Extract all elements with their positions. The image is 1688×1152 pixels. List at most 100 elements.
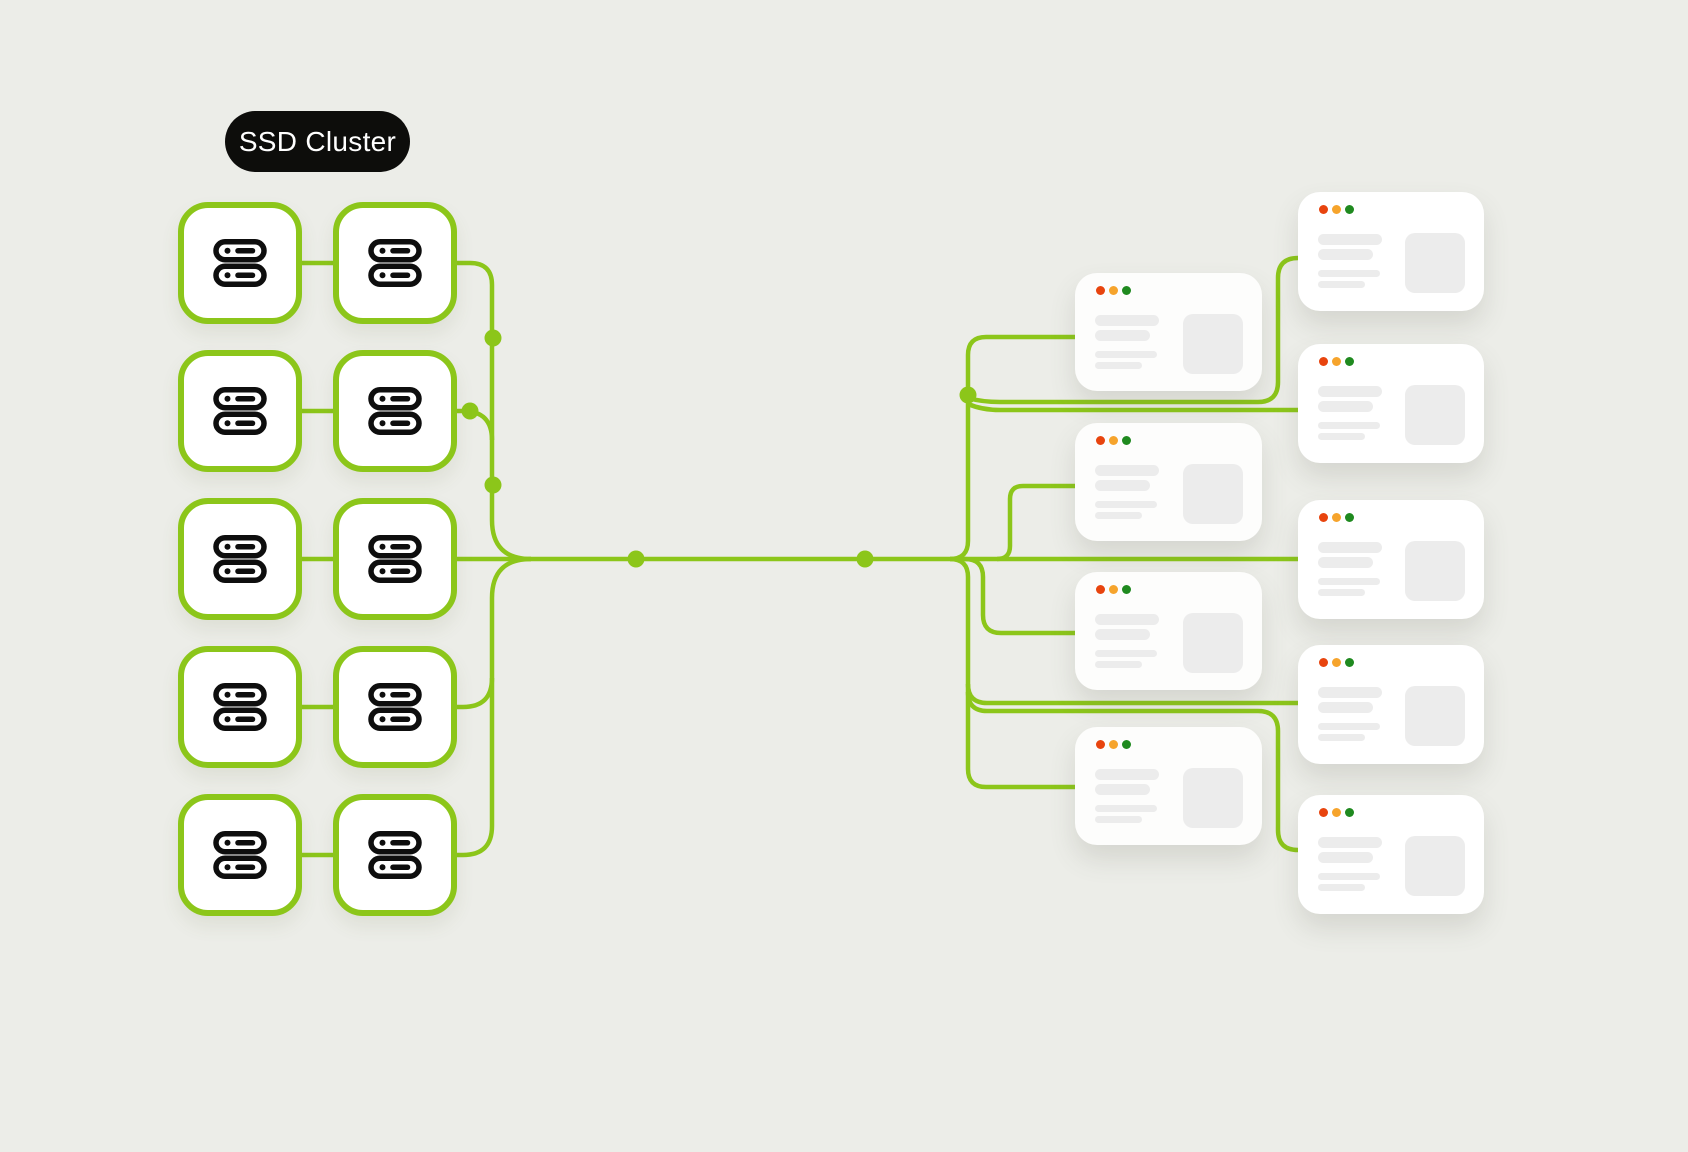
text-line-placeholder bbox=[1095, 661, 1142, 668]
window-dot-red-icon bbox=[1096, 286, 1105, 295]
text-line-placeholder bbox=[1318, 884, 1365, 891]
text-line-placeholder bbox=[1318, 837, 1382, 848]
server-node bbox=[178, 498, 302, 620]
junction-dot bbox=[484, 476, 502, 494]
junction-dot bbox=[856, 550, 874, 568]
window-dot-orange-icon bbox=[1332, 658, 1341, 667]
text-line-placeholder bbox=[1318, 589, 1365, 596]
thumbnail-placeholder bbox=[1183, 314, 1243, 374]
text-line-placeholder bbox=[1318, 542, 1382, 553]
browser-card bbox=[1298, 795, 1484, 914]
server-icon bbox=[368, 683, 422, 731]
window-dot-red-icon bbox=[1319, 357, 1328, 366]
text-line-placeholder bbox=[1095, 614, 1159, 625]
server-icon bbox=[213, 535, 267, 583]
window-dot-orange-icon bbox=[1109, 286, 1118, 295]
text-line-placeholder bbox=[1095, 512, 1142, 519]
text-line-placeholder bbox=[1318, 873, 1380, 880]
junction-dot bbox=[461, 402, 479, 420]
browser-card bbox=[1298, 192, 1484, 311]
window-controls bbox=[1096, 740, 1131, 749]
server-icon bbox=[213, 683, 267, 731]
window-controls bbox=[1096, 585, 1131, 594]
text-line-placeholder bbox=[1095, 805, 1157, 812]
window-dot-red-icon bbox=[1319, 513, 1328, 522]
junction-dot bbox=[484, 329, 502, 347]
server-node bbox=[333, 350, 457, 472]
window-dot-red-icon bbox=[1096, 585, 1105, 594]
window-dot-green-icon bbox=[1345, 205, 1354, 214]
thumbnail-placeholder bbox=[1405, 233, 1465, 293]
window-dot-green-icon bbox=[1345, 658, 1354, 667]
text-line-placeholder bbox=[1318, 401, 1373, 412]
server-icon bbox=[368, 535, 422, 583]
branch-middle-card2 bbox=[996, 483, 1075, 562]
text-line-placeholder bbox=[1095, 362, 1142, 369]
window-dot-orange-icon bbox=[1109, 585, 1118, 594]
junction-dot bbox=[627, 550, 645, 568]
window-controls bbox=[1319, 808, 1354, 817]
text-line-placeholder bbox=[1318, 723, 1380, 730]
text-line-placeholder bbox=[1318, 281, 1365, 288]
text-line-placeholder bbox=[1095, 351, 1157, 358]
browser-card bbox=[1075, 423, 1262, 541]
cluster-badge-label: SSD Cluster bbox=[238, 125, 397, 157]
browser-card bbox=[1075, 273, 1262, 391]
row5-to-trunk bbox=[457, 556, 532, 858]
text-line-placeholder bbox=[1318, 386, 1382, 397]
window-dot-red-icon bbox=[1319, 205, 1328, 214]
server-node bbox=[178, 350, 302, 472]
branch-middle-card3 bbox=[964, 556, 1075, 636]
server-node bbox=[333, 498, 457, 620]
window-dot-red-icon bbox=[1096, 740, 1105, 749]
branch-middle-card1 bbox=[949, 334, 1075, 562]
window-dot-red-icon bbox=[1319, 658, 1328, 667]
text-line-placeholder bbox=[1318, 687, 1382, 698]
window-controls bbox=[1096, 286, 1131, 295]
thumbnail-placeholder bbox=[1405, 385, 1465, 445]
server-node bbox=[333, 646, 457, 768]
text-line-placeholder bbox=[1095, 784, 1150, 795]
text-line-placeholder bbox=[1095, 315, 1159, 326]
window-dot-orange-icon bbox=[1332, 513, 1341, 522]
window-dot-green-icon bbox=[1122, 585, 1131, 594]
row1-to-trunk bbox=[457, 260, 532, 562]
browser-card bbox=[1298, 645, 1484, 764]
window-controls bbox=[1319, 357, 1354, 366]
row4-to-trunk bbox=[457, 677, 495, 710]
server-icon bbox=[368, 239, 422, 287]
text-line-placeholder bbox=[1095, 769, 1159, 780]
server-icon bbox=[368, 387, 422, 435]
thumbnail-placeholder bbox=[1183, 768, 1243, 828]
thumbnail-placeholder bbox=[1405, 686, 1465, 746]
window-dot-red-icon bbox=[1319, 808, 1328, 817]
window-controls bbox=[1319, 205, 1354, 214]
window-dot-orange-icon bbox=[1109, 740, 1118, 749]
window-dot-green-icon bbox=[1345, 513, 1354, 522]
thumbnail-placeholder bbox=[1183, 464, 1243, 524]
thumbnail-placeholder bbox=[1405, 836, 1465, 896]
text-line-placeholder bbox=[1318, 852, 1373, 863]
text-line-placeholder bbox=[1095, 465, 1159, 476]
server-icon bbox=[213, 831, 267, 879]
server-node bbox=[178, 794, 302, 916]
window-dot-orange-icon bbox=[1332, 808, 1341, 817]
window-dot-green-icon bbox=[1345, 357, 1354, 366]
window-controls bbox=[1096, 436, 1131, 445]
window-dot-orange-icon bbox=[1332, 357, 1341, 366]
text-line-placeholder bbox=[1318, 249, 1373, 260]
text-line-placeholder bbox=[1095, 629, 1150, 640]
window-dot-green-icon bbox=[1122, 740, 1131, 749]
window-dot-orange-icon bbox=[1109, 436, 1118, 445]
window-dot-green-icon bbox=[1122, 286, 1131, 295]
server-node bbox=[333, 794, 457, 916]
browser-card bbox=[1298, 344, 1484, 463]
branch-middle-card4 bbox=[949, 556, 1075, 790]
window-dot-green-icon bbox=[1122, 436, 1131, 445]
text-line-placeholder bbox=[1318, 578, 1380, 585]
text-line-placeholder bbox=[1318, 734, 1365, 741]
server-icon bbox=[213, 387, 267, 435]
cluster-badge: SSD Cluster bbox=[225, 111, 410, 172]
